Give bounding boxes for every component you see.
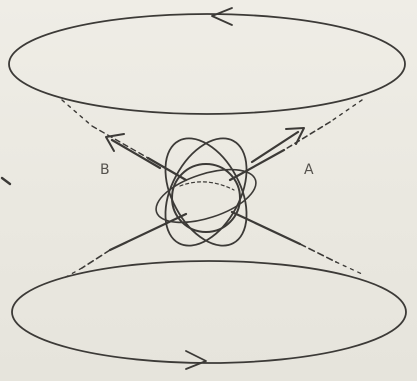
arrow-a-head-icon [286, 128, 304, 144]
stray-mark [2, 178, 10, 184]
orbit-loops [149, 125, 263, 259]
lower-left-cone-line [64, 214, 186, 278]
arrow-a [252, 128, 304, 162]
upper-left-cone-line [62, 100, 186, 180]
bottom-ellipse [12, 261, 406, 369]
arrow-b [106, 134, 160, 168]
lower-right-cone-line [232, 212, 362, 274]
label-a: A [304, 162, 314, 178]
top-ellipse [9, 8, 405, 114]
upper-right-cone-line [230, 100, 362, 180]
top-ellipse-arrow-icon [212, 8, 232, 25]
bottom-ellipse-arrow-icon [186, 351, 206, 369]
label-b: B [100, 162, 110, 178]
